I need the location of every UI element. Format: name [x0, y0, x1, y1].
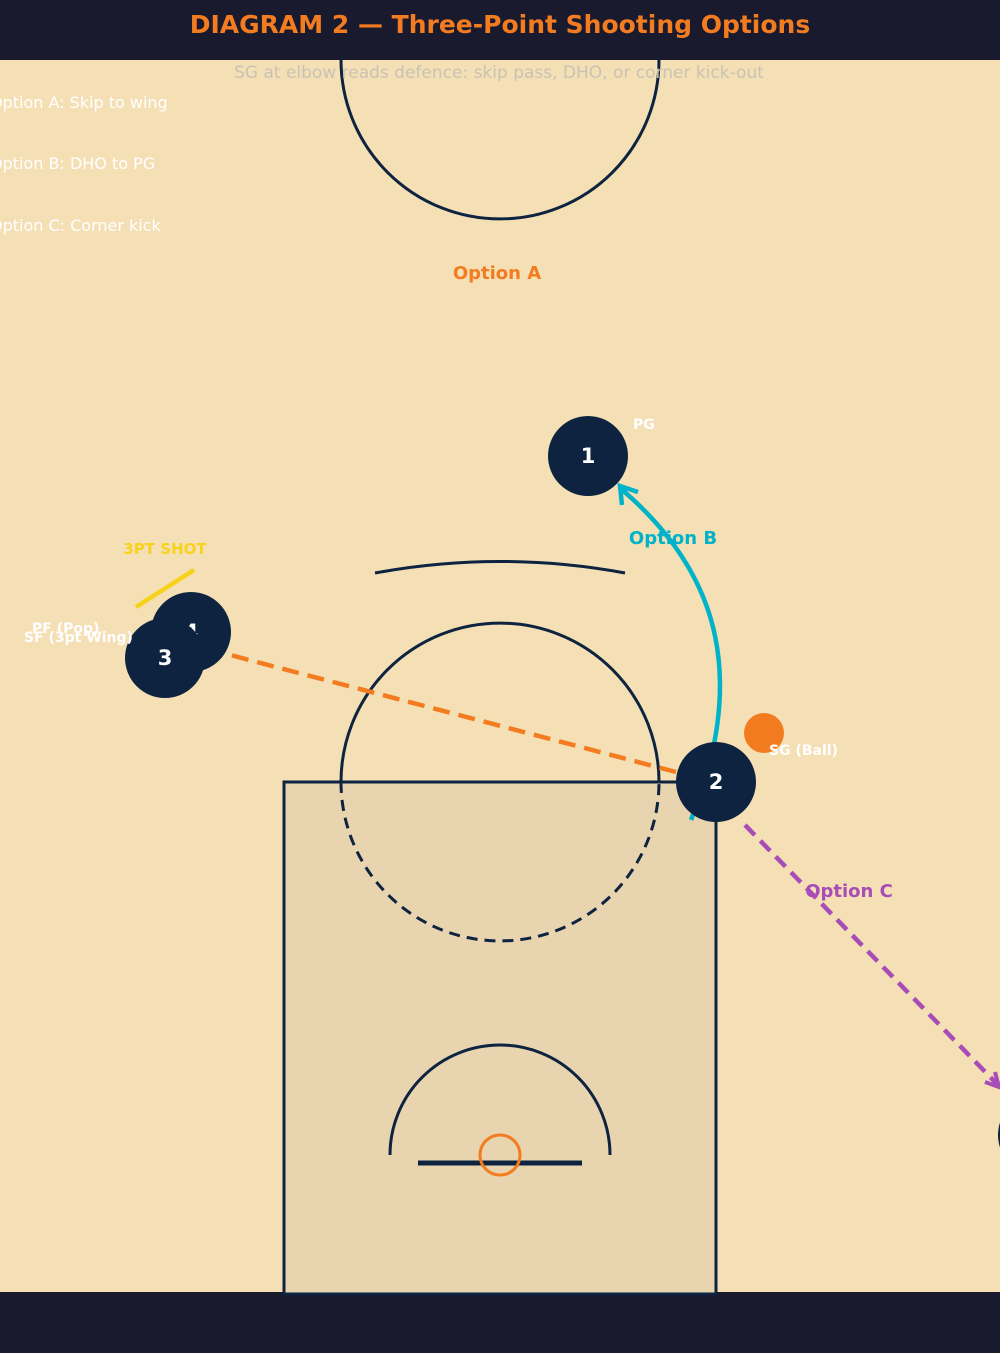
player-sg-number: 2 [709, 770, 724, 794]
footer-bar [0, 1292, 1000, 1353]
legend-item-c: Option C: Corner kick [0, 216, 162, 235]
ball [744, 713, 784, 753]
player-sf: 3 [125, 618, 205, 698]
restricted-arc [388, 1043, 612, 1156]
player-pg: 1 PG [548, 416, 655, 496]
top-center-circle [339, 59, 661, 221]
shot-indicator [134, 568, 196, 609]
diagram-title: DIAGRAM 2 — Three-Point Shooting Options [189, 10, 811, 39]
player-sf-marker [125, 618, 205, 698]
free-throw-circle-top [339, 621, 661, 783]
player-sg: 2 SG (Ball) [676, 713, 838, 822]
option-c-label: Option C [805, 881, 893, 902]
player-sf-label: SF (3pt Wing) [24, 630, 133, 646]
option-b-arrowhead [617, 482, 639, 506]
player-sf-number: 3 [158, 646, 173, 670]
legend-item-b: Option B: DHO to PG [0, 154, 155, 173]
paint [282, 780, 718, 1296]
player-sg-marker [676, 742, 756, 822]
title-bar [0, 0, 1000, 60]
player-sg-label: SG (Ball) [769, 743, 838, 759]
option-a-label: Option A [453, 263, 541, 284]
free-throw-circle-bottom [339, 781, 661, 943]
shot-label: 3PT SHOT [123, 540, 207, 558]
option-b-label: Option B [629, 528, 717, 549]
option-c-kick-arrow [743, 823, 1000, 1087]
player-pg-marker [548, 416, 628, 496]
three-point-arc [374, 560, 626, 575]
rim [478, 1133, 522, 1177]
player-pf-label: PF (Pop) [32, 621, 99, 637]
legend-item-a: Option A: Skip to wing [0, 93, 168, 112]
option-a-pass-arrow [215, 651, 677, 775]
player-pg-number: 1 [581, 444, 596, 468]
player-pg-label: PG [633, 417, 655, 433]
subtitle: SG at elbow reads defence: skip pass, DH… [234, 63, 764, 83]
option-c-arrowhead [984, 1071, 1000, 1090]
